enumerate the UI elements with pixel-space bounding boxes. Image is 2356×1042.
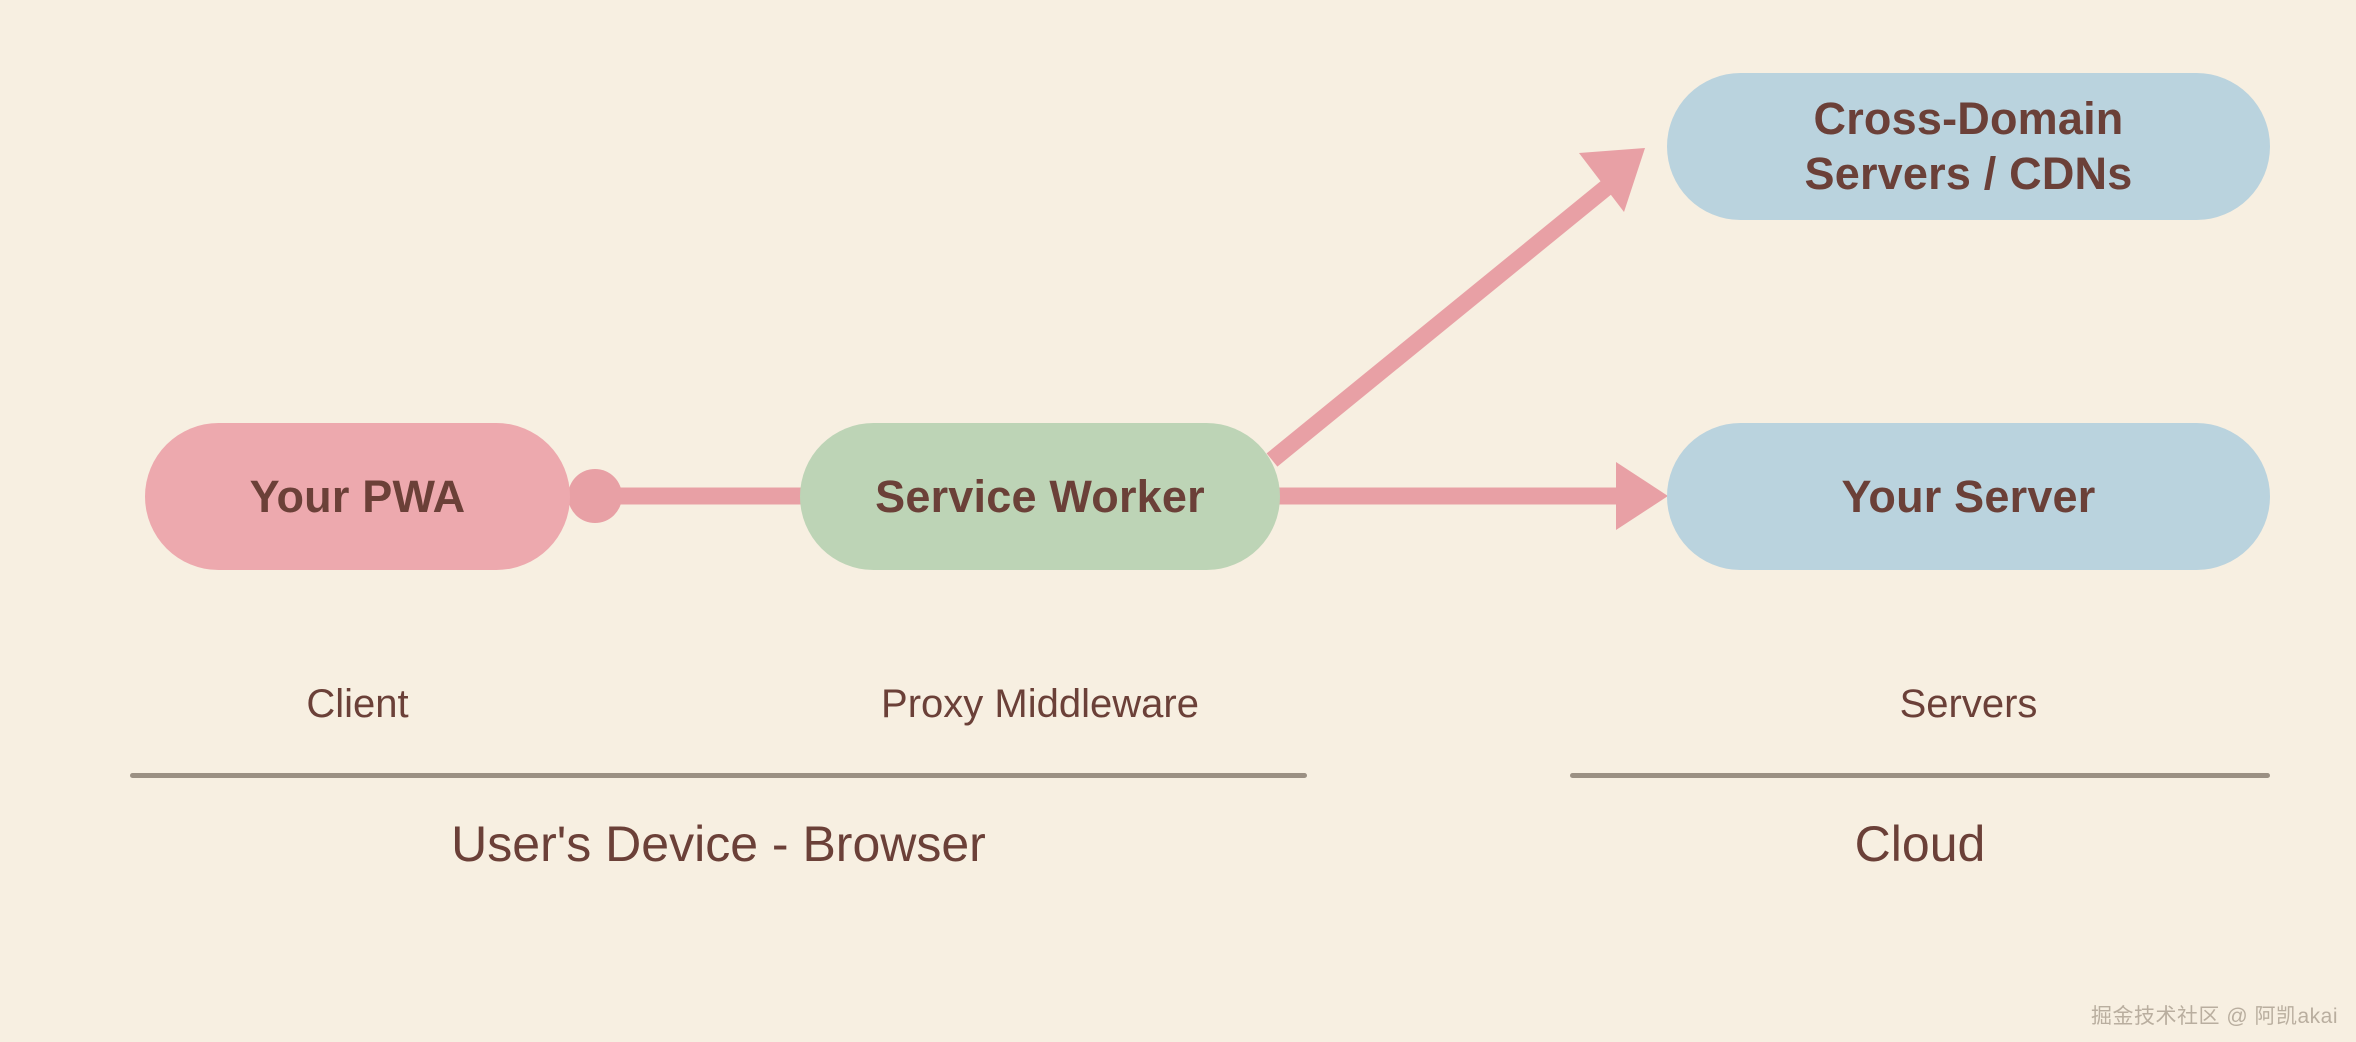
watermark: 掘金技术社区 @ 阿凯akai [2090, 1005, 2338, 1028]
node-your-pwa[interactable]: Your PWA [145, 423, 570, 570]
node-service-worker[interactable]: Service Worker [800, 423, 1280, 570]
divider-right [1570, 773, 2270, 778]
connector-service-worker-to-cross-domain [1266, 148, 1645, 467]
divider-left [130, 773, 1307, 778]
connector-line-sw-cdn [1266, 171, 1624, 467]
node-your-server[interactable]: Your Server [1667, 423, 2270, 570]
connector-pwa-to-service-worker [568, 469, 806, 523]
connector-dot-icon [568, 469, 622, 523]
node-your-server-label: Your Server [1841, 470, 2096, 522]
arrowhead-icon-sw-server [1616, 462, 1668, 530]
connector-service-worker-to-your-server [1274, 462, 1668, 530]
node-your-pwa-label: Your PWA [249, 470, 466, 522]
zone-caption-users-device: User's Device - Browser [451, 816, 986, 872]
lane-caption-client: Client [306, 682, 409, 726]
lane-caption-proxy-middleware: Proxy Middleware [881, 682, 1199, 726]
node-cross-domain-label-line1: Cross-Domain [1813, 92, 2124, 144]
node-cross-domain-servers[interactable]: Cross-Domain Servers / CDNs [1667, 73, 2270, 220]
arrowhead-icon-sw-cdn [1579, 148, 1645, 212]
zone-caption-cloud: Cloud [1854, 816, 1986, 872]
node-cross-domain-label-line2: Servers / CDNs [1804, 147, 2133, 199]
node-service-worker-label: Service Worker [875, 470, 1205, 522]
lane-caption-servers: Servers [1899, 682, 2038, 726]
